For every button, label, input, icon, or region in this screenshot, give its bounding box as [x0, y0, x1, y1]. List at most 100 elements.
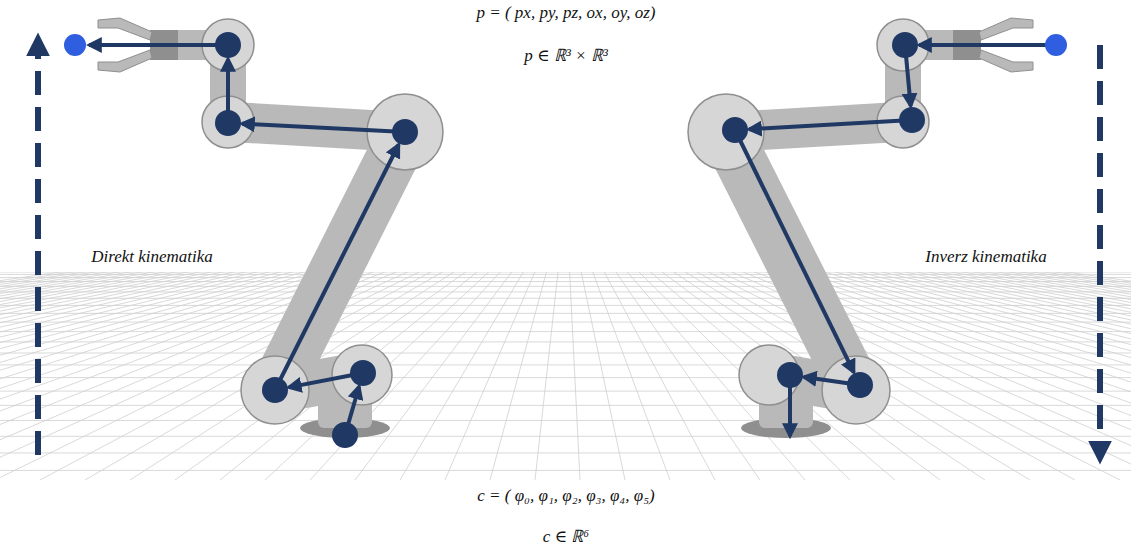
grid-line	[566, 272, 1131, 480]
grid-line	[566, 272, 1131, 480]
robot-right	[688, 18, 1033, 438]
inverse-direction-arrow	[1097, 45, 1103, 455]
joint-space: c ∈ ℝ⁶	[543, 527, 590, 547]
grid-line	[0, 298, 1131, 299]
kinematic-chain-forward	[64, 32, 418, 448]
grid-line	[566, 272, 985, 480]
robot-link	[275, 132, 405, 390]
grid-line	[566, 272, 1131, 480]
grid-line	[445, 272, 566, 480]
inverse-kinematics-label: Inverz kinematika	[925, 247, 1046, 267]
chain-arrow	[919, 43, 1056, 47]
joint-dot	[392, 119, 418, 145]
grid-line	[566, 272, 1131, 480]
robot-link	[726, 132, 856, 390]
joint-dot	[262, 377, 288, 403]
grid-line	[566, 272, 1131, 480]
forward-kinematics-label: Direkt kinematika	[91, 247, 213, 267]
robot-joint	[822, 356, 890, 424]
grid-line	[566, 272, 1131, 480]
end-effector-ball	[1045, 34, 1067, 56]
chain-arrow	[89, 43, 228, 47]
joint-dot	[722, 117, 748, 143]
joint-dot	[332, 422, 358, 448]
grid-line	[0, 377, 1131, 378]
chain-arrow	[749, 120, 912, 129]
grid-line	[566, 272, 1131, 480]
grid-line	[220, 272, 566, 480]
grid-line	[566, 272, 1131, 480]
joint-vector: c = ( φ₀, φ₁, φ₂, φ₃, φ₄, φ₅)	[477, 486, 654, 506]
pose-space: p ∈ ℝ³ × ℝ³	[524, 46, 608, 66]
joint-dot	[899, 107, 925, 133]
end-effector-ball	[64, 34, 86, 56]
joint-dot	[350, 360, 376, 386]
grid-line	[566, 272, 625, 480]
grid-line	[566, 272, 715, 480]
grid-line	[566, 272, 580, 480]
grid-line	[400, 272, 566, 480]
gripper-finger	[979, 18, 1033, 40]
grid-line	[0, 452, 1131, 453]
joint-dot	[777, 362, 803, 388]
grid-line	[566, 272, 1131, 480]
grid-line	[566, 272, 1131, 480]
grid-line	[566, 272, 805, 480]
grid-line	[0, 364, 1131, 365]
grid-line	[566, 272, 1131, 480]
gripper-finger	[979, 50, 1033, 72]
grid-line	[566, 272, 1131, 480]
grid-line	[566, 272, 1131, 480]
joint-dot	[215, 110, 241, 136]
grid-line	[566, 272, 1131, 480]
robot-joint	[688, 94, 764, 170]
pose-vector: p = ( px, py, pz, ox, oy, oz)	[476, 3, 655, 23]
robot-joint	[241, 356, 309, 424]
grid-line	[566, 272, 895, 480]
grid-line	[566, 272, 1131, 480]
grid-line	[566, 272, 1131, 480]
gripper-finger	[98, 18, 152, 40]
grid-line	[566, 272, 1131, 480]
grid-line	[566, 272, 1131, 480]
grid-line	[0, 391, 1131, 392]
kinematic-chain-inverse	[722, 32, 1067, 436]
joint-dot	[847, 372, 873, 398]
floor-grid	[0, 272, 1131, 480]
gripper-finger	[98, 50, 152, 72]
robot-joint	[332, 345, 392, 405]
grid-line	[566, 272, 1131, 480]
grid-line	[566, 272, 1131, 480]
grid-line	[566, 272, 1131, 480]
grid-line	[0, 436, 1131, 437]
grid-line	[490, 272, 566, 480]
grid-line	[566, 272, 1131, 480]
chain-arrow	[735, 130, 854, 372]
chain-arrow	[242, 124, 405, 132]
chain-arrow	[275, 145, 399, 390]
grid-line	[566, 272, 1131, 480]
grid-line	[566, 272, 1131, 480]
grid-line	[566, 272, 1131, 480]
grid-line	[566, 272, 1131, 480]
grid-line	[0, 470, 1131, 471]
grid-line	[566, 272, 1131, 480]
joint-dot	[215, 32, 241, 58]
grid-line	[130, 272, 566, 480]
forward-direction-arrow	[35, 42, 41, 455]
grid-line	[566, 272, 760, 480]
joint-dot	[892, 32, 918, 58]
grid-line	[0, 353, 1131, 354]
grid-line	[175, 272, 566, 480]
grid-line	[566, 272, 1131, 480]
grid-line	[566, 272, 1131, 480]
grid-line	[566, 272, 1131, 480]
grid-line	[0, 420, 1131, 421]
grid-line	[0, 322, 1131, 323]
grid-line	[566, 272, 1131, 480]
grid-line	[0, 405, 1131, 406]
grid-line	[535, 272, 566, 480]
robot-left	[98, 18, 443, 438]
